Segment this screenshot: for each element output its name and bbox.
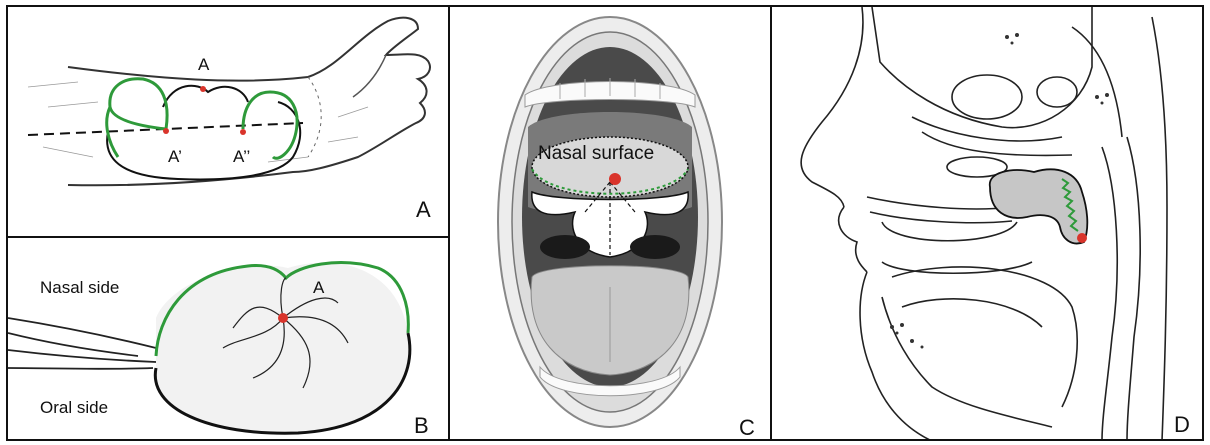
point-a1-marker: [163, 128, 169, 134]
point-a2-label: A’’: [233, 147, 250, 167]
panel-d-corner-label: D: [1174, 412, 1190, 438]
point-a1-label: A’: [168, 147, 182, 167]
panel-b-flap-section: Nasal side Oral side A B: [6, 238, 450, 441]
panel-c-open-mouth: Nasal surface C: [450, 5, 772, 441]
point-a-marker: [200, 86, 206, 92]
forearm-illustration: [8, 7, 448, 236]
sagittal-section-illustration: [772, 7, 1202, 441]
flap-red-marker: [609, 173, 621, 185]
nasal-surface-label: Nasal surface: [538, 143, 654, 165]
panel-d-sagittal-section: D: [772, 5, 1204, 441]
panel-a-corner-label: A: [416, 197, 431, 223]
open-mouth-illustration: [450, 7, 770, 441]
flap-red-marker: [1077, 233, 1087, 243]
point-a-label: A: [198, 55, 209, 75]
panel-a-forearm-flap: A A’ A’’ A: [6, 5, 450, 238]
green-lobe-left: [110, 79, 167, 129]
point-a-label: A: [313, 278, 324, 298]
center-red-marker: [278, 313, 288, 323]
nasal-side-label: Nasal side: [40, 278, 119, 298]
oral-side-label: Oral side: [40, 398, 108, 418]
panel-c-corner-label: C: [739, 415, 755, 441]
panel-b-corner-label: B: [414, 413, 429, 439]
point-a2-marker: [240, 129, 246, 135]
